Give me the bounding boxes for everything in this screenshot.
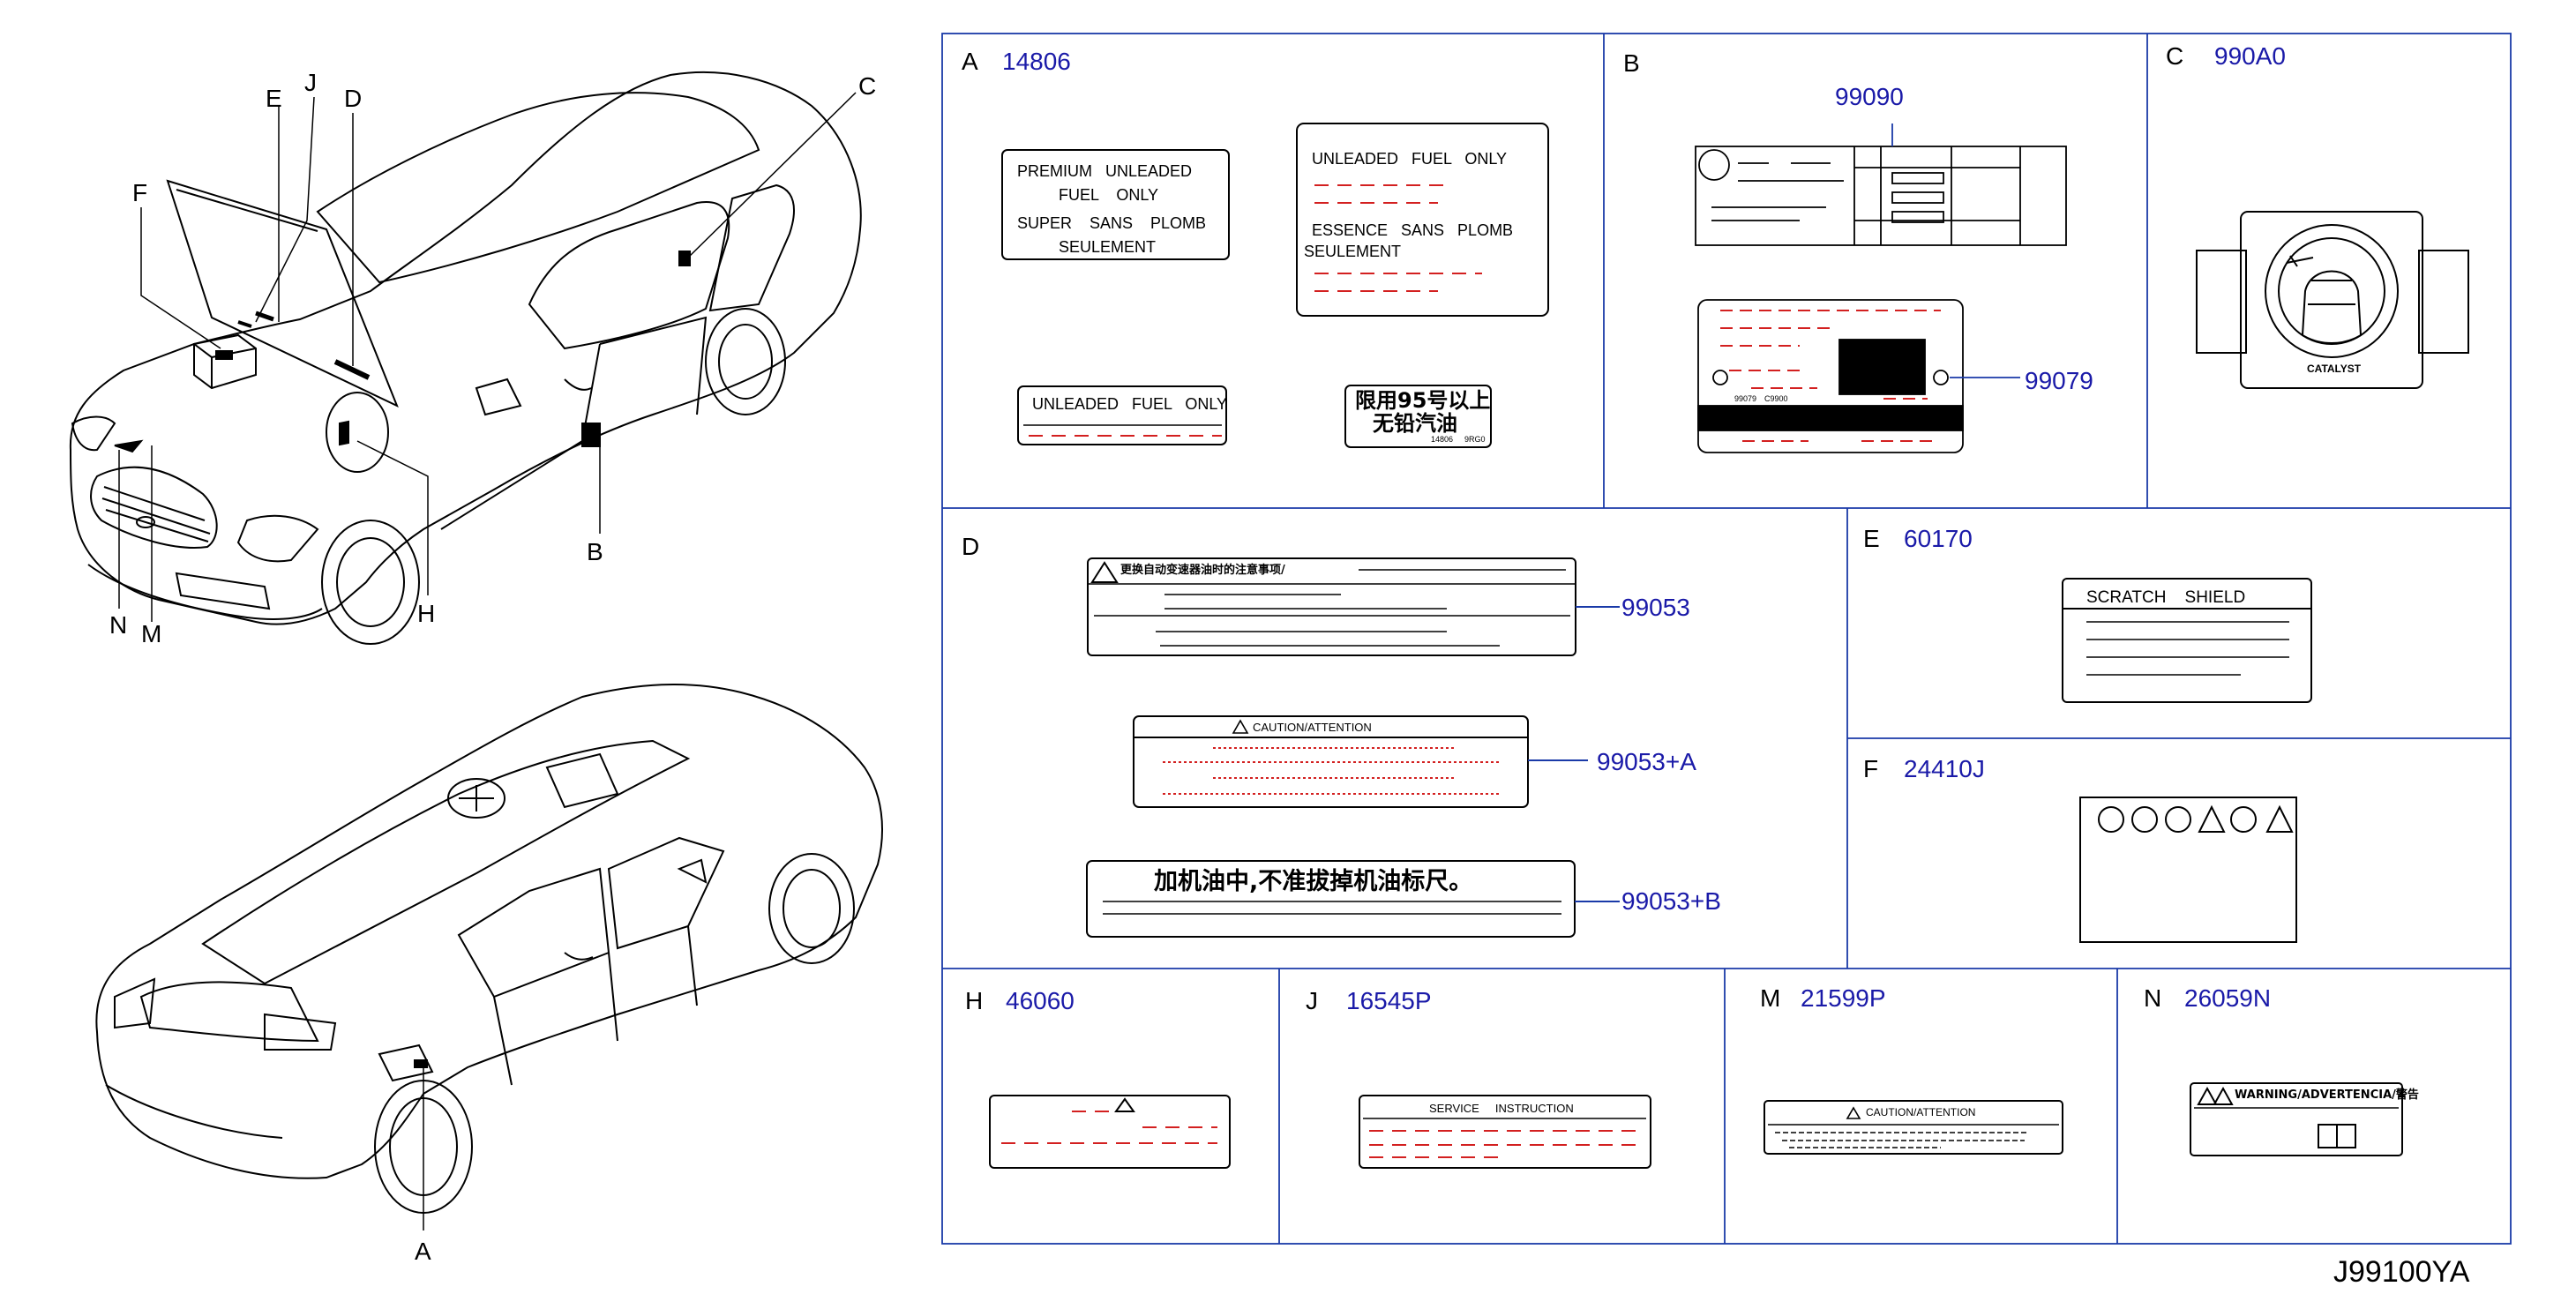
cell-a-label2-line1: UNLEADED FUEL ONLY: [1312, 150, 1508, 168]
top-car-drawing: [69, 71, 862, 645]
cell-a-label1-line4: SEULEMENT: [1059, 238, 1157, 256]
cell-j-label-title: SERVICE INSTRUCTION: [1429, 1102, 1574, 1115]
cell-d-label1-title: 更换自动变速器油时的注意事项/: [1120, 564, 1285, 577]
cell-h-warning-icon: [1114, 1097, 1135, 1112]
cell-h-letter: H: [965, 987, 984, 1014]
caution-icon: [1232, 719, 1249, 734]
cell-a-label4-line1: 限用95号以上: [1355, 388, 1491, 413]
callout-a: A: [415, 1238, 431, 1265]
cell-d-red-dashes: [1163, 747, 1500, 795]
cell-e-label: [2062, 578, 2312, 703]
cell-n-part-number: 26059N: [2184, 984, 2272, 1012]
callout-m: M: [141, 620, 162, 647]
cell-a-label2-line3: SEULEMENT: [1304, 243, 1402, 260]
cell-b-part-number-bottom: 99079: [2025, 367, 2093, 394]
cell-d-part-number-3: 99053+B: [1621, 887, 1721, 915]
cell-f-label: [2079, 797, 2297, 943]
cell-a-red-dashes: [1029, 184, 1482, 437]
cell-b-letter: B: [1623, 49, 1640, 77]
cell-c-part-number: 990A0: [2214, 42, 2286, 70]
callout-h: H: [417, 600, 436, 627]
cell-a-label1-line1: PREMIUM UNLEADED: [1017, 162, 1193, 180]
cell-e-part-number: 60170: [1904, 525, 1973, 552]
cell-d-part-number-2: 99053+A: [1597, 748, 1696, 775]
label-grid: [941, 33, 2512, 1245]
cell-j-letter: J: [1306, 987, 1318, 1014]
cell-b-label-bottom: [1697, 299, 2020, 453]
cell-m-label-title: CAUTION/ATTENTION: [1866, 1106, 1976, 1118]
callout-f: F: [132, 179, 148, 206]
callout-e: E: [266, 85, 282, 112]
cell-b-red-dashes: [1720, 310, 1941, 442]
cell-a-part-number: 14806: [1002, 48, 1071, 75]
cell-m-label: [1764, 1100, 2063, 1155]
cell-n-label: [2190, 1082, 2403, 1156]
cell-h-label: [989, 1095, 1231, 1169]
callout-d: D: [344, 85, 363, 112]
cell-j-part-number: 16545P: [1346, 987, 1432, 1014]
cell-c-label: [2196, 211, 2469, 389]
cell-a-label1-line2: FUEL ONLY: [1059, 186, 1159, 204]
cell-a-label2-line2: ESSENCE SANS PLOMB: [1312, 221, 1514, 239]
cell-a-letter: A: [962, 48, 978, 75]
callout-n: N: [109, 611, 128, 639]
callout-b: B: [587, 538, 603, 565]
cell-a-label1-line3: SUPER SANS PLOMB: [1017, 214, 1207, 232]
cell-a-label4-small1: 14806: [1431, 435, 1454, 444]
cell-a-label3-text: UNLEADED FUEL ONLY: [1032, 395, 1228, 413]
cell-b-small2: C9900: [1764, 394, 1788, 403]
cell-c-catalyst-text: CATALYST: [2307, 363, 2362, 375]
cell-e-label-title: SCRATCH SHIELD: [2086, 588, 2246, 607]
cell-m-letter: M: [1760, 984, 1781, 1012]
cell-d-label3-title: 加机油中,不准拔掉机油标尺。: [1154, 868, 1473, 895]
cell-f-part-number: 24410J: [1904, 755, 1985, 782]
cell-m-dashes: [1775, 1132, 2029, 1148]
cell-d-label2-title: CAUTION/ATTENTION: [1253, 721, 1372, 734]
callout-c: C: [858, 72, 877, 100]
cell-d-letter: D: [962, 533, 980, 560]
cell-b-label-top: [1695, 123, 2067, 246]
callout-leaders: [118, 92, 857, 1230]
cell-h-part-number: 46060: [1006, 987, 1075, 1014]
cell-j-label: [1359, 1095, 1651, 1169]
cell-a-label4-line2: 无铅汽油: [1373, 411, 1457, 436]
cell-b-small1: 99079: [1734, 394, 1757, 403]
callout-j: J: [304, 69, 317, 96]
cell-f-letter: F: [1863, 755, 1879, 782]
cell-n-letter: N: [2144, 984, 2162, 1012]
cell-d-part-number-1: 99053: [1621, 594, 1690, 621]
cell-e-letter: E: [1863, 525, 1880, 552]
cell-b-part-number-top: 99090: [1835, 83, 1904, 110]
caution-icon: [1846, 1106, 1861, 1119]
diagram-code: J99100YA: [2333, 1255, 2470, 1289]
bottom-red-dashes: [1001, 1111, 1643, 1158]
bottom-car-drawing: [95, 683, 883, 1214]
cell-a-label4-small2: 9RG0: [1464, 435, 1486, 444]
cell-d-labels: [1086, 557, 1620, 938]
cell-c-letter: C: [2166, 42, 2184, 70]
cell-a-labels: [1001, 123, 1549, 448]
cell-n-label-title: WARNING/ADVERTENCIA/警告: [2235, 1088, 2419, 1102]
cell-m-part-number: 21599P: [1801, 984, 1886, 1012]
